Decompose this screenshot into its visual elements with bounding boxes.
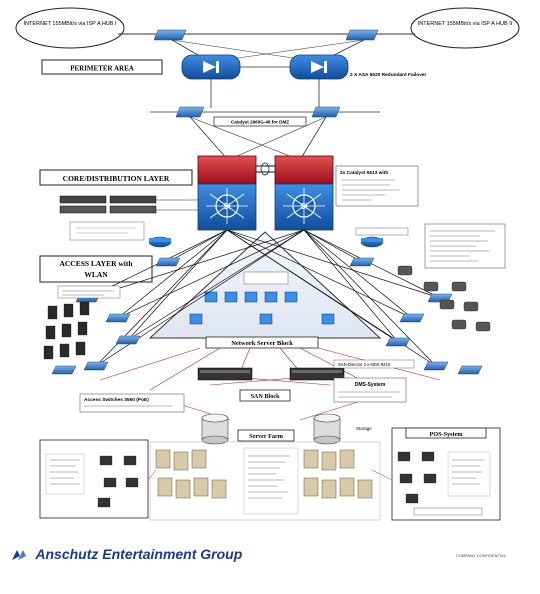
wlan-spec-box (57, 285, 121, 299)
wlan-devices-left (43, 301, 90, 360)
san-director-label: SAN Director 2 x MDS 9216 (333, 359, 415, 369)
san-director-left (197, 367, 253, 381)
server-farm-label: Server Farm (237, 429, 295, 442)
svg-text:SAN Block: SAN Block (250, 393, 280, 400)
storage-right (313, 413, 341, 445)
footer-note: COMPANY CONFIDENTIAL (455, 553, 506, 558)
svg-text:Network Server Block: Network Server Block (231, 340, 293, 347)
core-switch-right: Si (274, 155, 334, 231)
isp-switch-right (345, 29, 379, 41)
pos-system-label: POS-System (430, 431, 464, 438)
access-layer-label: ACCESS LAYER with WLAN (39, 255, 153, 283)
network-server-block (148, 231, 382, 339)
core-switch-left: Si (197, 155, 257, 231)
left-pos-area (39, 439, 149, 519)
svg-text:DMS-System: DMS-System (355, 382, 386, 388)
dmz-switch-right (311, 106, 341, 118)
catalyst-dmz-label: Catalyst 2960G-48 for DMZ (213, 116, 307, 127)
company-name: Anschutz Entertainment Group (35, 546, 243, 562)
servers-right-group (303, 449, 373, 499)
svg-text:Access Switches 3560 (PoE): Access Switches 3560 (PoE) (84, 397, 149, 403)
storage-left (201, 413, 229, 445)
access-switches-label: Access Switches 3560 (PoE) (79, 393, 185, 413)
asa-firewall-right (289, 54, 349, 80)
phone-spec-box (424, 223, 506, 269)
pos-system-area: POS-System (391, 427, 501, 521)
asa-label: 2 X ASA 5520 Redundant Failover (350, 72, 427, 78)
san-block-label: SAN Block (239, 389, 291, 402)
storage-label: Storage (356, 426, 372, 431)
company-logo: Anschutz Entertainment Group (12, 546, 252, 568)
internet-cloud-right: INTERNET 155MBit/s via ISP A HUB II (410, 7, 520, 49)
svg-text:PERIMETER AREA: PERIMETER AREA (70, 65, 134, 73)
perimeter-area-label: PERIMETER AREA (41, 59, 163, 75)
network-server-block-label: Network Server Block (205, 336, 319, 349)
access-switches-right (349, 257, 483, 375)
svg-text:Catalyst 2960G-48 for DMZ: Catalyst 2960G-48 for DMZ (231, 120, 289, 125)
core-distribution-label: CORE/DISTRIBUTION LAYER (39, 169, 193, 186)
core-to-access-links (87, 229, 441, 367)
ip-phones-right (397, 265, 491, 332)
san-director-right (289, 367, 345, 381)
svg-text:2x Catalyst 6513 with: 2x Catalyst 6513 with (340, 170, 388, 176)
left-rack-devices (59, 195, 157, 241)
router-right (360, 236, 384, 248)
dmz-switch-left (175, 106, 205, 118)
svg-text:Server Farm: Server Farm (249, 433, 284, 440)
svg-text:CORE/DISTRIBUTION LAYER: CORE/DISTRIBUTION LAYER (63, 174, 170, 183)
svg-text:2 X ASA 5520 Redundant Failove: 2 X ASA 5520 Redundant Failover (350, 72, 427, 78)
dms-system-label: DMS-System (333, 377, 407, 403)
logo-mark-icon (12, 550, 26, 561)
core-switches-label: 2x Catalyst 6513 with (335, 165, 419, 207)
internet-right-label: INTERNET 155MBit/s via ISP A HUB II (418, 21, 513, 27)
svg-text:SAN Director 2 x MDS 9216: SAN Director 2 x MDS 9216 (338, 362, 391, 367)
svg-text:ACCESS LAYER with: ACCESS LAYER with (59, 259, 133, 268)
internet-cloud-left: INTERNET 155MBit/s via ISP A HUB I (15, 7, 125, 49)
internet-left-label: INTERNET 155MBit/s via ISP A HUB I (23, 21, 116, 27)
router-left (148, 236, 172, 248)
svg-text:WLAN: WLAN (84, 270, 108, 279)
server-farm-apps-list (243, 447, 299, 515)
isp-switch-left (153, 29, 187, 41)
servers-left-group (155, 449, 227, 499)
asa-firewall-left (181, 54, 241, 80)
